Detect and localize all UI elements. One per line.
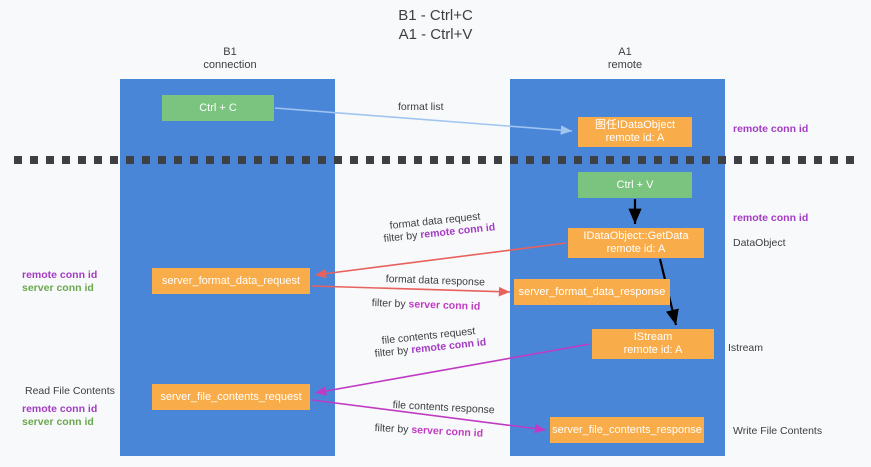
edge-label-file-contents-response: file contents response <box>392 398 495 417</box>
annotation-right-remote-conn-id-top: remote conn id <box>733 123 809 135</box>
page-title: B1 - Ctrl+C A1 - Ctrl+V <box>0 6 871 44</box>
edge-label-file-contents-response-filter: filter by server conn id <box>374 421 483 441</box>
edge-label-format-list: format list <box>398 101 444 113</box>
title-line-1: B1 - Ctrl+C <box>398 7 473 24</box>
node-ctrl-v[interactable]: Ctrl + V <box>578 172 692 198</box>
node-server-file-contents-request[interactable]: server_file_contents_request <box>152 384 310 410</box>
node-ctrl-c-label: Ctrl + C <box>199 101 237 114</box>
node-ctrl-c[interactable]: Ctrl + C <box>162 95 274 121</box>
node-server-format-data-request[interactable]: server_format_data_request <box>152 268 310 294</box>
node-idataobject-getdata-label: IDataObject::GetData <box>583 230 689 242</box>
node-idataobject-getdata[interactable]: IDataObject::GetData remote id: A <box>568 228 704 258</box>
node-istream-remote-id: remote id: A <box>623 344 683 356</box>
filter-prefix: filter by <box>374 344 412 360</box>
node-istream[interactable]: IStream remote id: A <box>592 329 714 359</box>
column-header-a1-role: remote <box>607 59 643 71</box>
annotation-right-remote-conn-id-mid: remote conn id <box>733 212 809 224</box>
node-server-file-contents-response-label: server_file_contents_response <box>552 423 702 436</box>
annotation-right-write-file-contents: Write File Contents <box>733 425 823 437</box>
node-ctrl-v-label: Ctrl + V <box>616 178 654 191</box>
phase-separator-dashed-line <box>14 156 859 164</box>
node-idataobject[interactable]: 图任IDataObject remote id: A <box>578 117 692 147</box>
column-header-b1-name: B1 <box>223 46 237 58</box>
node-server-file-contents-request-label: server_file_contents_request <box>160 390 302 403</box>
edge-label-format-data-response: format data response <box>385 272 486 289</box>
node-server-format-data-request-label: server_format_data_request <box>161 274 301 287</box>
filter-prefix: filter by <box>383 229 421 245</box>
annotation-left-server-conn-id-mid: server conn id <box>22 282 94 294</box>
column-header-a1: A1 remote <box>535 46 715 72</box>
node-idataobject-label: 图任IDataObject <box>594 119 676 131</box>
edge-label-format-data-response-filter: filter by server conn id <box>372 296 481 314</box>
node-idataobject-getdata-remote-id: remote id: A <box>606 243 666 255</box>
annotation-left-remote-conn-id-bottom: remote conn id <box>22 403 98 415</box>
node-server-file-contents-response[interactable]: server_file_contents_response <box>550 417 704 443</box>
filter-key-server-conn-id: server conn id <box>408 298 481 313</box>
column-header-b1-role: connection <box>203 59 257 71</box>
filter-prefix: filter by <box>371 296 409 311</box>
filter-key-server-conn-id: server conn id <box>411 423 484 440</box>
annotation-left-read-file-contents: Read File Contents <box>25 385 115 397</box>
node-server-format-data-response[interactable]: server_format_data_response <box>514 279 670 305</box>
annotation-right-istream: Istream <box>728 342 764 354</box>
node-idataobject-remote-id: remote id: A <box>605 132 665 144</box>
filter-prefix: filter by <box>374 421 412 436</box>
column-header-a1-name: A1 <box>618 46 632 58</box>
node-server-format-data-response-label: server_format_data_response <box>518 285 666 298</box>
column-header-b1: B1 connection <box>140 46 320 72</box>
node-istream-label: IStream <box>633 331 673 343</box>
annotation-right-dataobject: DataObject <box>733 237 786 249</box>
annotation-left-remote-conn-id-mid: remote conn id <box>22 269 98 281</box>
title-line-2: A1 - Ctrl+V <box>398 26 473 43</box>
annotation-left-server-conn-id-bottom: server conn id <box>22 416 94 428</box>
